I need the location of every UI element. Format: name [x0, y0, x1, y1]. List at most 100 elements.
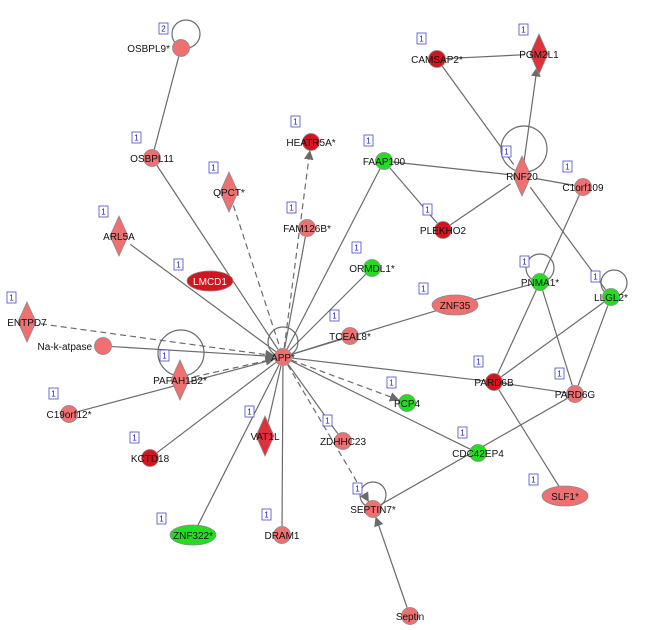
- node-shape-Na-k-atpase[interactable]: [94, 337, 112, 355]
- node-shape-PCP4[interactable]: [398, 394, 416, 412]
- badge-box-ZNF322: [156, 512, 167, 525]
- node-FAM126B[interactable]: FAM126B*1: [283, 201, 331, 237]
- node-shape-OSBPL9[interactable]: [172, 39, 190, 57]
- node-ZNF322[interactable]: ZNF322*1: [156, 512, 217, 546]
- node-shape-PLEKHO2[interactable]: [434, 221, 452, 239]
- node-OSBPL11[interactable]: OSBPL11 1: [130, 131, 174, 167]
- badge-box-SEPTIN7: [352, 482, 363, 495]
- badge-count-OSBPL11: 1: [134, 134, 139, 143]
- node-shape-SEPTIN7[interactable]: [364, 500, 382, 518]
- node-PARD6B[interactable]: PARD6B 1: [473, 355, 514, 391]
- node-shape-OSBPL11[interactable]: [143, 149, 161, 167]
- node-shape-CDC42EP4[interactable]: [469, 444, 487, 462]
- node-shape-PAFAH1B2[interactable]: [170, 359, 190, 401]
- node-shape-VAT1L[interactable]: [255, 415, 275, 457]
- node-shape-PARD6B[interactable]: [485, 373, 503, 391]
- node-shape-PARD6G[interactable]: [566, 385, 584, 403]
- node-label-PARD6B: PARD6B: [474, 378, 514, 389]
- node-QPCT[interactable]: QPCT*1: [208, 161, 245, 213]
- node-Na-k-atpase[interactable]: Na-k-atpase: [38, 337, 112, 355]
- node-label-Septin: Septin: [396, 612, 424, 623]
- edge-C1orf109-PNMA1: [543, 194, 580, 275]
- node-label-ORMDL1: ORMDL1*: [349, 264, 395, 275]
- badge-count-PARD6B: 1: [476, 358, 481, 367]
- badge-box-PARD6B: [473, 355, 484, 368]
- node-shape-HEATR5A[interactable]: [302, 133, 320, 151]
- node-OSBPL9[interactable]: OSBPL9*2: [127, 22, 190, 57]
- node-shape-RNF20[interactable]: [512, 155, 532, 197]
- node-shape-C19orf12[interactable]: [60, 405, 78, 423]
- node-APP[interactable]: APP*: [271, 348, 295, 366]
- node-shape-TCEAL8[interactable]: [341, 327, 359, 345]
- node-CAMSAP2[interactable]: CAMSAP2*1: [411, 32, 463, 68]
- node-shape-PNMA1[interactable]: [531, 273, 549, 291]
- node-shape-DRAM1[interactable]: [273, 526, 291, 544]
- node-LLGL2[interactable]: LLGL2*1: [590, 270, 628, 306]
- node-shape-ZNF35[interactable]: [431, 294, 479, 316]
- node-shape-LMCD1[interactable]: [186, 270, 234, 292]
- badge-count-LMCD1: 1: [176, 261, 181, 270]
- node-HEATR5A[interactable]: HEATR5A*1: [286, 115, 336, 151]
- edge-QPCT-APP: [232, 205, 281, 349]
- edge-VAT1L-APP: [267, 365, 282, 423]
- badge-count-FAM126B: 1: [289, 204, 294, 213]
- edge-Na-k-atpase-APP: [111, 345, 275, 361]
- node-shape-QPCT[interactable]: [219, 171, 239, 213]
- badge-box-C1orf109: [562, 160, 573, 173]
- edge-DRAM1-APP: [281, 365, 284, 527]
- node-label-FAAP100: FAAP100: [363, 157, 406, 168]
- node-TCEAL8[interactable]: TCEAL8*1: [329, 309, 371, 345]
- node-SLF1[interactable]: SLF1*1: [528, 473, 589, 507]
- badge-box-HEATR5A: [290, 115, 301, 128]
- node-shape-CAMSAP2[interactable]: [428, 50, 446, 68]
- node-shape-KCTD18[interactable]: [141, 449, 159, 467]
- node-shape-APP[interactable]: [274, 348, 292, 366]
- badge-count-PCP4: 1: [389, 379, 394, 388]
- node-shape-SLF1[interactable]: [541, 485, 589, 507]
- node-shape-C1orf109[interactable]: [574, 178, 592, 196]
- node-shape-ZDHHC23[interactable]: [334, 432, 352, 450]
- node-shape-LLGL2[interactable]: [602, 288, 620, 306]
- badge-count-C19orf12: 1: [51, 390, 56, 399]
- node-label-OSBPL11: OSBPL11: [130, 154, 174, 165]
- node-shape-FAAP100[interactable]: [375, 152, 393, 170]
- node-shape-ZNF322[interactable]: [169, 524, 217, 546]
- badge-box-ORMDL1: [351, 241, 362, 254]
- node-shape-ORMDL1[interactable]: [363, 259, 381, 277]
- edge-RNF20-C1orf109: [535, 177, 575, 186]
- node-C19orf12[interactable]: C19orf12* 1: [46, 387, 92, 423]
- node-label-ENTPD7: ENTPD7: [7, 318, 47, 329]
- node-shape-Septin[interactable]: [401, 607, 419, 625]
- node-label-SEPTIN7: SEPTIN7*: [350, 505, 396, 516]
- edge-PARD6B-PARD6G: [502, 382, 567, 394]
- node-PAFAH1B2[interactable]: PAFAH1B2*1: [153, 349, 207, 401]
- node-shape-PGM2L1[interactable]: [529, 33, 549, 75]
- node-Septin[interactable]: Septin: [396, 607, 424, 625]
- node-label-C19orf12: C19orf12*: [46, 410, 91, 421]
- node-SEPTIN7[interactable]: SEPTIN7*1: [350, 482, 396, 518]
- node-shape-ARL5A[interactable]: [109, 215, 129, 257]
- node-ORMDL1[interactable]: ORMDL1*1: [349, 241, 395, 277]
- edge-LLGL2-PARD6B: [500, 301, 605, 378]
- node-PNMA1[interactable]: PNMA1*1: [519, 255, 559, 291]
- node-shape-FAM126B[interactable]: [298, 219, 316, 237]
- badge-count-ZDHHC23: 1: [325, 417, 330, 426]
- node-shape-ENTPD7[interactable]: [17, 301, 37, 343]
- node-label-CAMSAP2: CAMSAP2*: [411, 55, 463, 66]
